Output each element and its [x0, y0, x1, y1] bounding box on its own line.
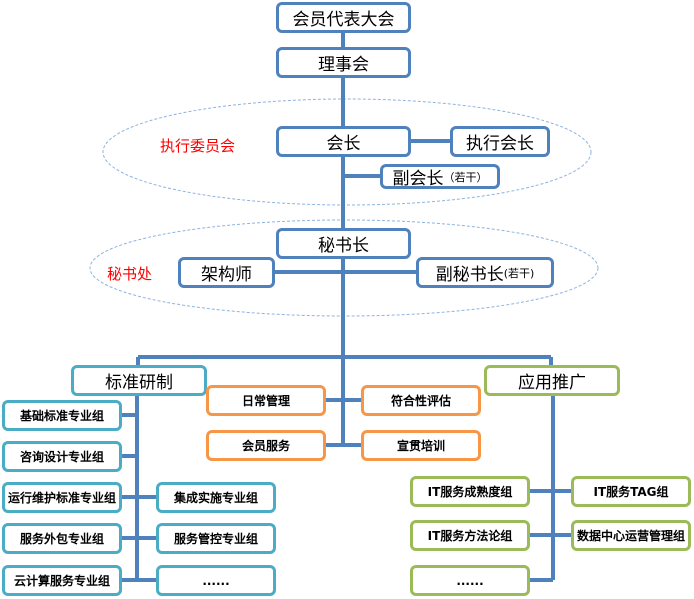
deputy-sg-note: (若干): [503, 266, 535, 280]
center-item: 符合性评估: [361, 385, 481, 416]
standards-group: 基础标准专业组: [2, 400, 122, 431]
assembly-box: 会员代表大会: [276, 2, 411, 33]
application-group: IT服务方法论组: [410, 520, 530, 551]
center-item: 宣贯培训: [361, 430, 481, 461]
standards-group: 运行维护标准专业组: [2, 482, 122, 513]
vice-president-note: （若干）: [443, 170, 488, 184]
standards-title-box: 标准研制: [71, 365, 207, 396]
exec-committee-label: 执行委员会: [160, 137, 236, 155]
center-item: 会员服务: [206, 430, 326, 461]
application-group: ......: [410, 565, 530, 596]
council-box: 理事会: [276, 47, 411, 78]
standards-group: 服务管控专业组: [156, 523, 276, 554]
deputy-sg-label: 副秘书长: [435, 265, 504, 285]
president-box: 会长: [276, 126, 411, 157]
standards-group: 咨询设计专业组: [2, 441, 122, 472]
standards-group: 服务外包专业组: [2, 523, 122, 554]
exec-committee-ellipse: [102, 98, 592, 206]
vice-president-box: 副会长（若干）: [380, 164, 500, 189]
application-group: IT服务成熟度组: [410, 476, 530, 507]
application-title-box: 应用推广: [484, 365, 620, 396]
standards-group: ......: [156, 565, 276, 596]
standards-group: 云计算服务专业组: [2, 565, 122, 596]
vice-president-label: 副会长: [392, 169, 444, 189]
architect-box: 架构师: [178, 257, 275, 288]
standards-group: 集成实施专业组: [156, 482, 276, 513]
application-group: IT服务TAG组: [571, 476, 691, 507]
secretary-general-box: 秘书长: [276, 228, 411, 259]
exec-president-box: 执行会长: [450, 126, 550, 157]
deputy-sg-box: 副秘书长(若干): [416, 257, 554, 288]
application-group: 数据中心运营管理组: [571, 520, 691, 551]
secretariat-label: 秘书处: [107, 265, 153, 283]
center-item: 日常管理: [206, 385, 326, 416]
